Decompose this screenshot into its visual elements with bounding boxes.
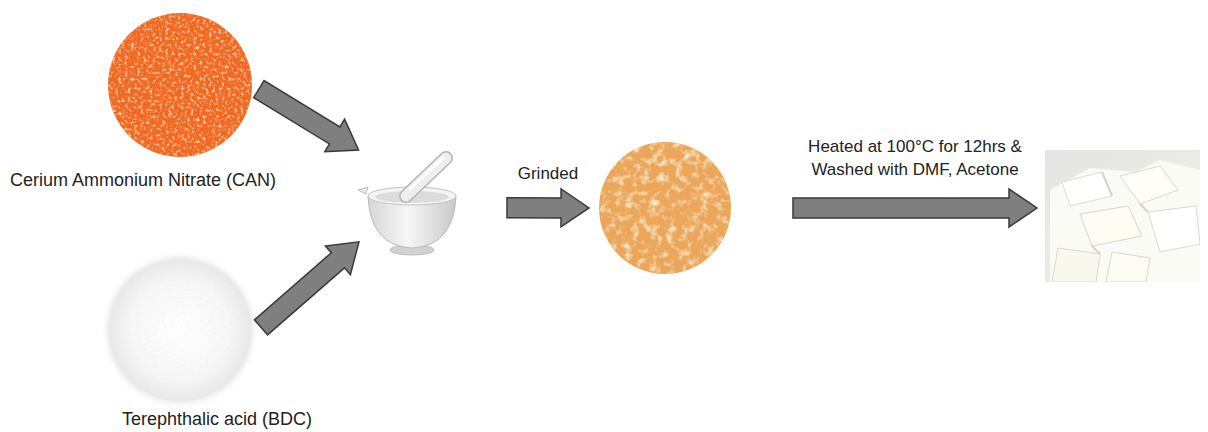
ground-grain-dark [599, 142, 731, 274]
ground-grain-light [599, 142, 731, 274]
product-photo [1045, 150, 1200, 282]
product-lump [1148, 206, 1200, 252]
node-caption: Terephthalic acid (BDC) [122, 409, 312, 431]
block-arrow [507, 189, 589, 227]
bdc-powder [100, 250, 260, 410]
ground-mixture-photo [599, 142, 731, 274]
product-lump [1052, 248, 1100, 282]
can-photo [108, 13, 252, 157]
step-label: Grinded [488, 163, 608, 186]
product-lump [1080, 206, 1142, 246]
block-arrow [254, 242, 359, 335]
product-background [1045, 150, 1200, 282]
can-grain-dark [108, 13, 252, 157]
node-caption: Cerium Ammonium Nitrate (CAN) [10, 170, 276, 192]
pestle-highlight [410, 158, 443, 189]
mortar-pestle [358, 158, 456, 255]
intermediate-photo [599, 143, 731, 273]
bdc-grain [110, 260, 250, 400]
product-mass [1050, 160, 1200, 282]
mortar-spout [358, 187, 368, 194]
reagent-photo: Terephthalic acid (BDC) [102, 252, 258, 408]
can-grain-light [108, 13, 252, 157]
can-powder [108, 13, 252, 157]
product-lump [1106, 252, 1150, 282]
pestle-outline [406, 158, 446, 196]
reagent-photo: Cerium Ammonium Nitrate (CAN) [108, 13, 252, 157]
mortar-node [362, 150, 462, 255]
product-shadow [1092, 172, 1148, 254]
block-arrow [254, 81, 359, 152]
pestle-body [406, 158, 446, 196]
bdc-photo [100, 250, 260, 410]
ground-powder [599, 142, 731, 274]
step-label: Heated at 100°C for 12hrs & Washed with … [790, 136, 1040, 182]
product-lump [1120, 166, 1178, 204]
block-arrow [793, 189, 1037, 227]
product-photo-node [1045, 150, 1200, 282]
